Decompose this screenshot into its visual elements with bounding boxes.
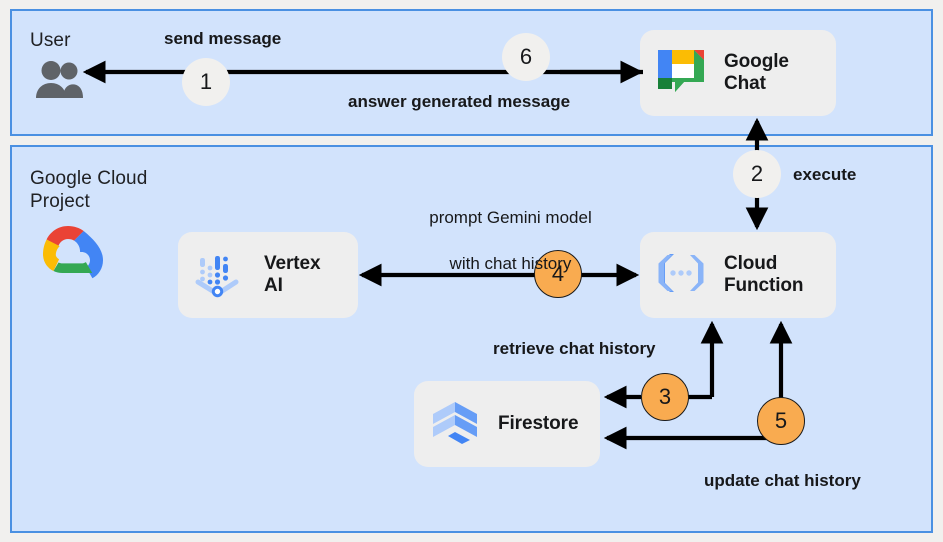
- card-cloud-function[interactable]: Cloud Function: [640, 232, 836, 318]
- google-cloud-icon: [32, 222, 104, 285]
- step-badge-3: 3: [641, 373, 689, 421]
- card-google-chat-label: Google Chat: [724, 50, 789, 94]
- step-badge-4: 4: [534, 250, 582, 298]
- panel-gcp-title: Google Cloud Project: [30, 168, 148, 213]
- panel-user-title: User: [30, 30, 71, 51]
- card-vertex-ai[interactable]: Vertex AI: [178, 232, 358, 318]
- card-firestore[interactable]: Firestore: [414, 381, 600, 467]
- caption-answer-generated-message: answer generated message: [348, 92, 571, 111]
- step-badge-6: 6: [502, 33, 550, 81]
- caption-send-message: send message: [164, 29, 282, 48]
- card-vertex-ai-label: Vertex AI: [264, 252, 321, 296]
- caption-prompt-line1: prompt Gemini model: [429, 207, 592, 227]
- caption-prompt-line2: with chat history: [449, 253, 572, 273]
- cloud-function-icon: [652, 244, 710, 307]
- caption-prompt-gemini: prompt Gemini model with chat history: [388, 184, 633, 299]
- caption-retrieve-chat-history: retrieve chat history: [493, 339, 656, 358]
- card-firestore-label: Firestore: [498, 412, 579, 434]
- step-badge-5: 5: [757, 397, 805, 445]
- vertex-ai-icon: [190, 244, 248, 307]
- caption-update-chat-history: update chat history: [704, 471, 861, 490]
- step-badge-2: 2: [733, 150, 781, 198]
- users-icon: [34, 61, 88, 104]
- caption-execute: execute: [793, 165, 857, 184]
- card-google-chat[interactable]: Google Chat: [640, 30, 836, 116]
- google-chat-icon: [652, 42, 710, 105]
- card-cloud-function-label: Cloud Function: [724, 252, 804, 296]
- firestore-icon: [426, 393, 484, 456]
- step-badge-1: 1: [182, 58, 230, 106]
